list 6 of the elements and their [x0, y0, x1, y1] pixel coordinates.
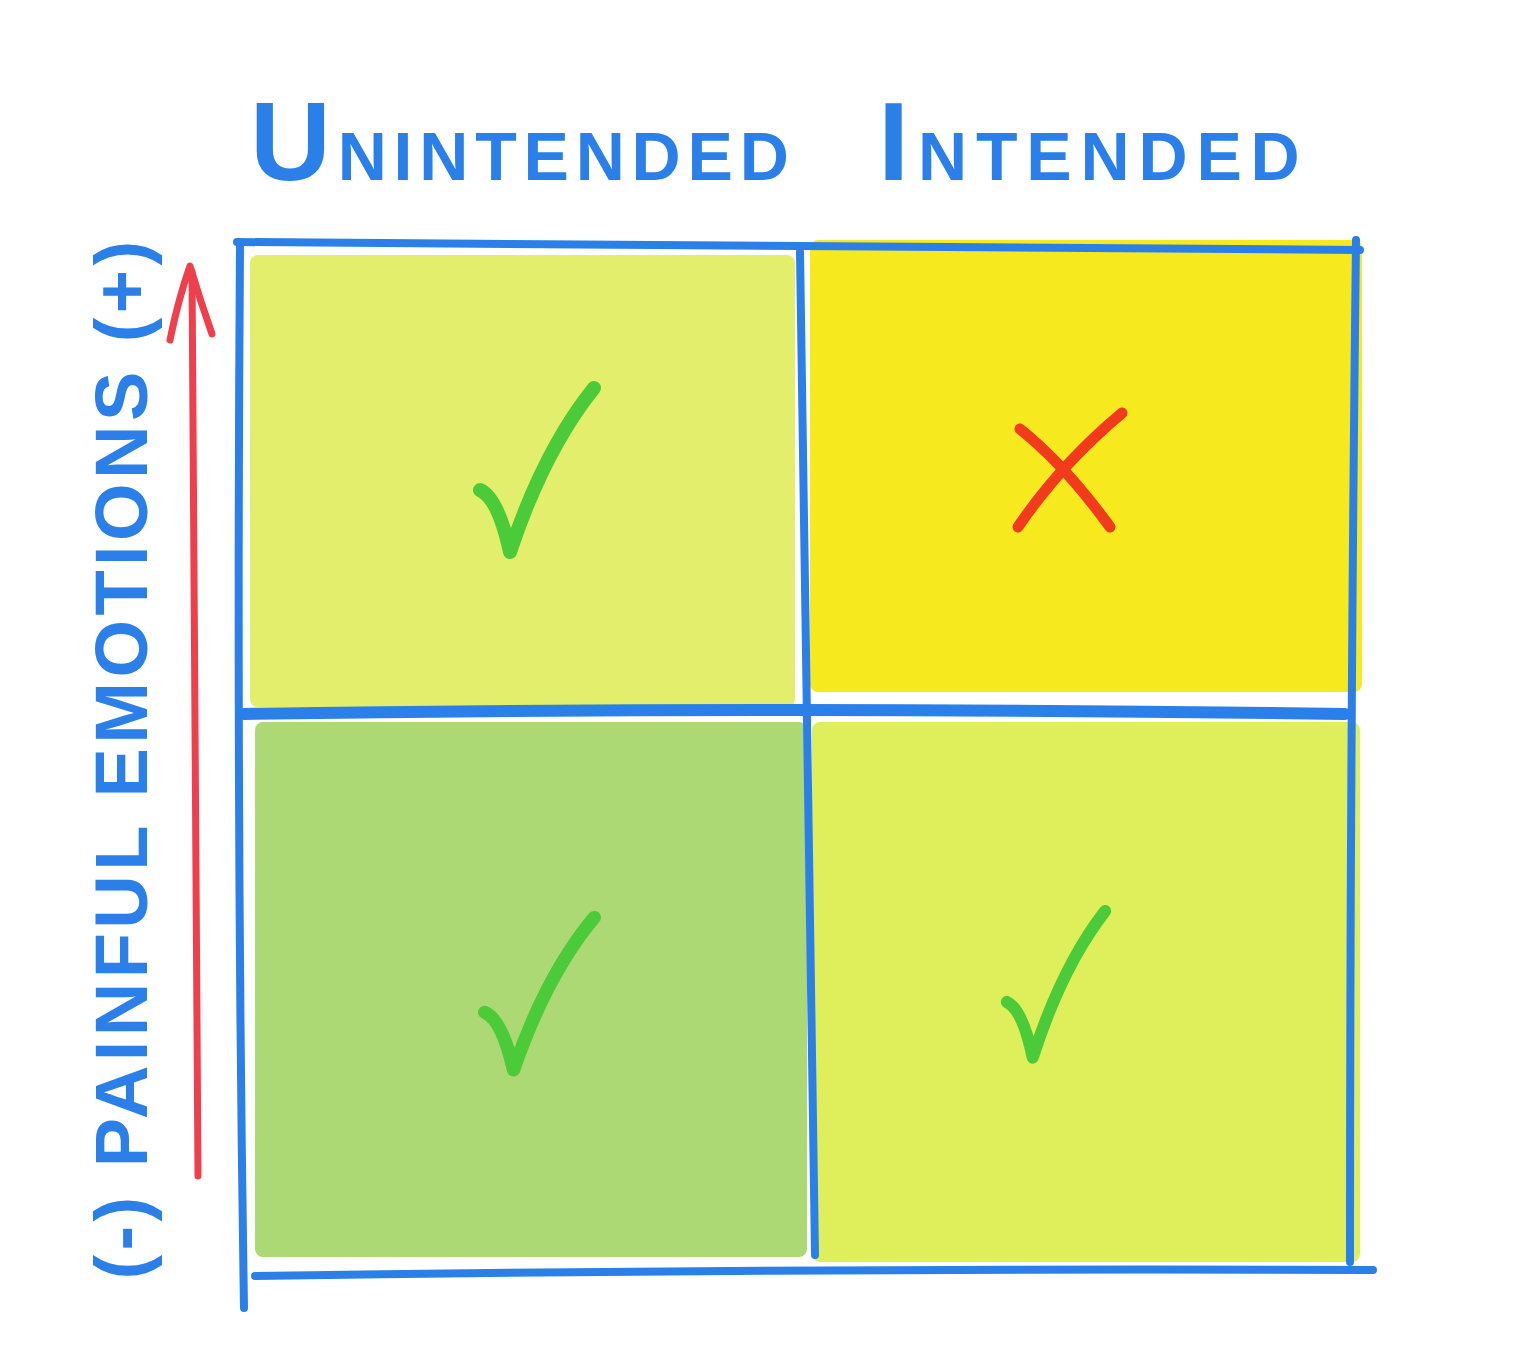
column-header: INTENDED — [878, 86, 1309, 198]
highlighted-quadrant — [812, 722, 1360, 1262]
highlighted-quadrant — [255, 722, 807, 1257]
column-header: UNINTENDED — [250, 86, 796, 198]
highlighted-quadrant — [810, 240, 1362, 692]
highlighted-quadrant — [250, 255, 795, 707]
